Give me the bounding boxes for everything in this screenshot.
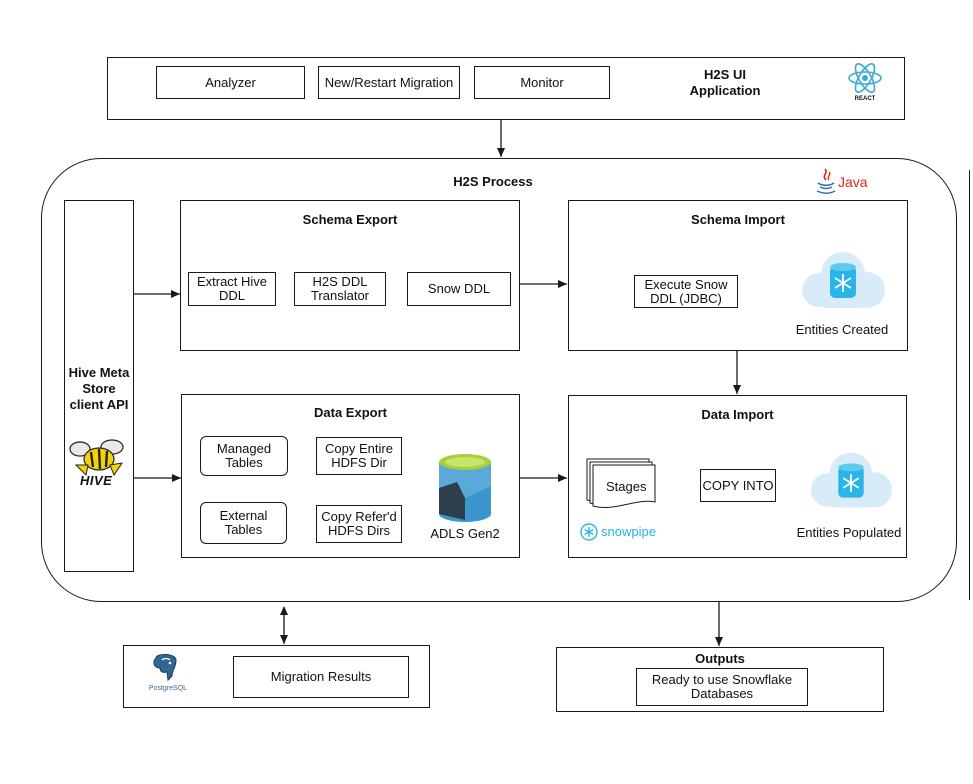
new-restart-migration-button[interactable]: New/Restart Migration (318, 66, 460, 99)
snowpipe-label: snowpipe (601, 524, 656, 539)
h2s-process-container (41, 158, 957, 602)
hive-logo-text: HIVE (80, 473, 113, 488)
snowflake-databases-box: Ready to use Snowflake Databases (636, 668, 808, 706)
analyzer-button[interactable]: Analyzer (156, 66, 305, 99)
snowflake-cloud-icon (810, 452, 893, 508)
extract-hive-ddl-step: Extract Hive DDL (188, 272, 276, 306)
hive-metastore-panel (64, 200, 134, 572)
entities-created-label: Entities Created (795, 322, 889, 337)
schema-import-title: Schema Import (691, 211, 785, 227)
copy-referd-hdfs-dirs-step: Copy Refer'd HDFS Dirs (316, 505, 402, 543)
snowpipe-logo: snowpipe (580, 522, 670, 542)
outputs-title: Outputs (695, 650, 745, 666)
react-logo: REACT (842, 60, 888, 108)
adls-gen2-storage (437, 452, 493, 524)
postgresql-logo: PostgreSQL (138, 652, 198, 698)
migration-results-box: Migration Results (233, 656, 409, 698)
h2s-process-title: H2S Process (453, 173, 533, 189)
snowflake-cloud-icon (802, 252, 885, 308)
entities-populated-label: Entities Populated (796, 525, 902, 540)
java-label: Java (838, 174, 868, 190)
copy-into-step: COPY INTO (700, 469, 776, 502)
java-icon (816, 168, 836, 194)
adls-gen2-label: ADLS Gen2 (430, 526, 500, 541)
stages-documents-icon (586, 458, 656, 508)
java-logo: Java (814, 167, 874, 197)
external-tables-box: External Tables (200, 502, 287, 544)
react-icon (848, 63, 882, 93)
copy-entire-hdfs-dir-step: Copy Entire HDFS Dir (316, 437, 402, 475)
data-import-title: Data Import (701, 406, 774, 422)
ddl-translator-step: H2S DDL Translator (294, 272, 386, 306)
stages-label: Stages (606, 479, 647, 494)
ui-application-title: H2S UI Application (689, 67, 761, 98)
hive-metastore-label: Hive Meta Store client API (68, 365, 130, 412)
execute-snow-ddl-step: Execute Snow DDL (JDBC) (634, 275, 738, 308)
adls-storage-icon (439, 454, 491, 522)
schema-export-title: Schema Export (302, 211, 398, 227)
snowflake-cloud-created (797, 250, 889, 316)
managed-tables-box: Managed Tables (200, 436, 288, 476)
react-label: REACT (854, 96, 876, 102)
snow-ddl-step: Snow DDL (407, 272, 511, 306)
hive-logo: HIVE (66, 435, 132, 491)
postgresql-label: PostgreSQL (148, 685, 188, 692)
monitor-button[interactable]: Monitor (474, 66, 610, 99)
snowflake-cloud-populated (806, 450, 896, 516)
data-export-title: Data Export (314, 404, 387, 420)
right-edge-line (969, 170, 973, 600)
snowpipe-icon (580, 523, 598, 541)
hive-bee-icon (69, 439, 124, 477)
postgresql-elephant-icon (153, 654, 177, 682)
